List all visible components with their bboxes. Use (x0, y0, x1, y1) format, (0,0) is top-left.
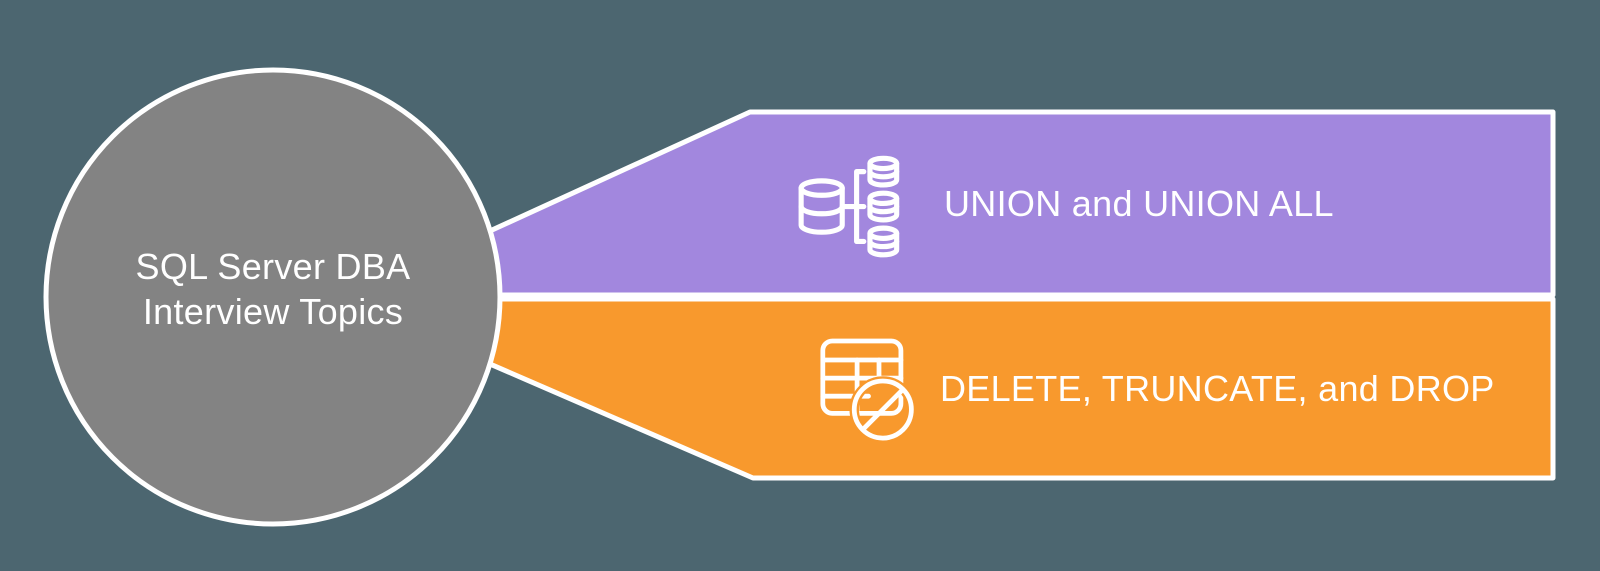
prohibition-slash (860, 387, 906, 432)
hub-circle (43, 67, 503, 527)
source-database-cylinder (798, 178, 845, 235)
database-union-icon (798, 155, 900, 258)
table-grid (820, 338, 904, 416)
prohibition-sign (849, 376, 917, 443)
topic-banner-union (347, 109, 1556, 298)
table-delete-icon (820, 338, 917, 443)
hub-title-line2: Interview Topics (142, 291, 404, 332)
topic-label-union: UNION and UNION ALL (944, 182, 1334, 224)
topic-label-delete: DELETE, TRUNCATE, and DROP (940, 368, 1495, 409)
hub-title: SQL Server DBA Interview Topics (93, 244, 453, 334)
topic-banner-delete (337, 296, 1556, 481)
hub-title-line1: SQL Server DBA (135, 246, 411, 287)
prohibition-circle (851, 378, 914, 441)
result-database-cylinders (867, 155, 900, 258)
merge-connector (839, 169, 867, 245)
